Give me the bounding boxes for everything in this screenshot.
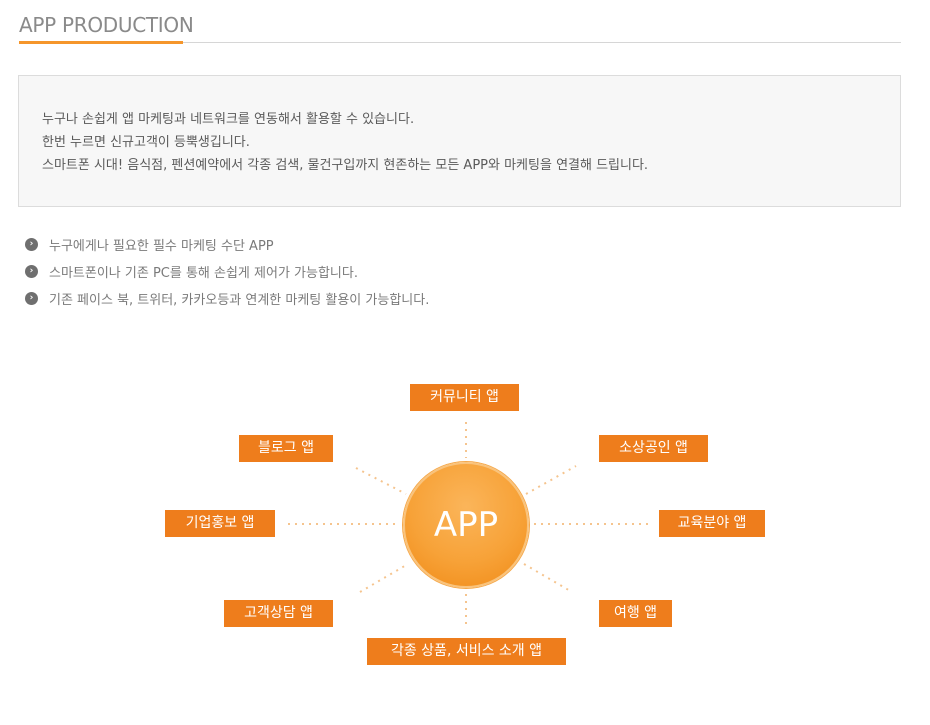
tag-corporate-pr-app: 기업홍보 앱	[165, 510, 275, 537]
title-accent-bar	[19, 41, 183, 44]
connector-line	[525, 465, 577, 495]
feature-item: › 기존 페이스 북, 트위터, 카카오등과 연계한 마케팅 활용이 가능합니다…	[25, 285, 429, 312]
connector-line	[359, 563, 409, 593]
feature-item: › 누구에게나 필요한 필수 마케팅 수단 APP	[25, 231, 429, 258]
intro-line: 스마트폰 시대! 음식점, 펜션예약에서 각종 검색, 물건구입까지 현존하는 …	[42, 158, 649, 173]
title-divider	[19, 42, 901, 43]
chevron-right-circle-icon: ›	[25, 265, 38, 278]
page-title: APP PRODUCTION	[19, 13, 194, 37]
chevron-right-circle-icon: ›	[25, 292, 38, 305]
feature-text: 누구에게나 필요한 필수 마케팅 수단 APP	[49, 239, 274, 254]
feature-list: › 누구에게나 필요한 필수 마케팅 수단 APP › 스마트폰이나 기존 PC…	[25, 231, 429, 312]
intro-line: 누구나 손쉽게 앱 마케팅과 네트워크를 연동해서 활용할 수 있습니다.	[42, 112, 415, 127]
tag-travel-app: 여행 앱	[599, 600, 672, 627]
chevron-right-circle-icon: ›	[25, 238, 38, 251]
tag-small-business-app: 소상공인 앱	[599, 435, 708, 462]
feature-text: 스마트폰이나 기존 PC를 통해 손쉽게 제어가 가능합니다.	[49, 266, 358, 281]
tag-community-app: 커뮤니티 앱	[410, 384, 519, 411]
tag-blog-app: 블로그 앱	[239, 435, 333, 462]
tag-education-app: 교육분야 앱	[659, 510, 765, 537]
feature-item: › 스마트폰이나 기존 PC를 통해 손쉽게 제어가 가능합니다.	[25, 258, 429, 285]
feature-text: 기존 페이스 북, 트위터, 카카오등과 연계한 마케팅 활용이 가능합니다.	[49, 293, 430, 308]
intro-line: 한번 누르면 신규고객이 등뿍생깁니다.	[42, 135, 250, 150]
tag-customer-consult-app: 고객상담 앱	[224, 600, 333, 627]
tag-products-services-app: 각종 상품, 서비스 소개 앱	[367, 638, 566, 665]
connector-line	[523, 563, 573, 593]
connector-line	[355, 467, 407, 495]
app-center-circle: APP	[403, 462, 529, 588]
intro-box: 누구나 손쉽게 앱 마케팅과 네트워크를 연동해서 활용할 수 있습니다. 한번…	[18, 75, 901, 207]
